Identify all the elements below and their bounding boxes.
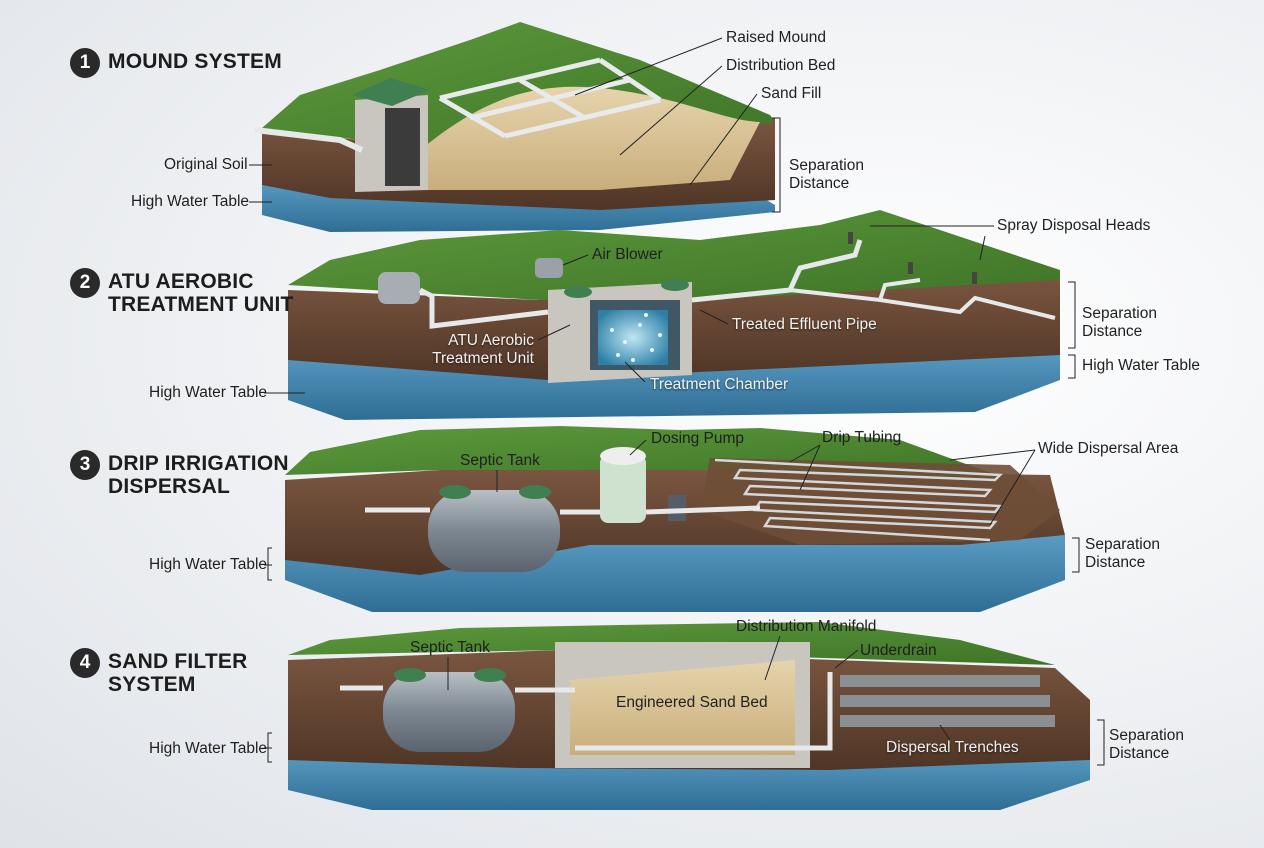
- label-original-soil: Original Soil: [164, 156, 248, 173]
- s3-septic-tank: [428, 490, 560, 572]
- dosing-pump-valve: [668, 495, 686, 521]
- label-atu-unit: ATU Aerobic Treatment Unit: [432, 332, 534, 368]
- s2-water-layer: [288, 348, 1060, 420]
- s4-separation-line2: Distance: [1109, 745, 1170, 762]
- sand-filter-block: [288, 622, 1090, 810]
- label-s3-septic-tank: Septic Tank: [460, 452, 540, 469]
- label-raised-mound: Raised Mound: [726, 29, 826, 46]
- section-1-number: 1: [70, 48, 100, 78]
- spray-heads: [848, 232, 977, 284]
- label-dosing-pump: Dosing Pump: [651, 430, 745, 447]
- s2-leader-lines: [264, 225, 1076, 394]
- aeration-bubbles: [610, 313, 662, 362]
- s4-tank-lid-1: [394, 668, 426, 682]
- label-s4-separation: Separation Distance: [1109, 727, 1184, 763]
- atu-label-line2: Treatment Unit: [432, 350, 534, 367]
- label-air-blower: Air Blower: [592, 246, 663, 263]
- atu-label-line1: ATU Aerobic: [448, 332, 534, 349]
- atu-lid-2: [661, 279, 689, 291]
- s3-leader-lines: [264, 439, 1080, 581]
- s4-tank-lid-2: [474, 668, 506, 682]
- dosing-pump-tank: [600, 455, 646, 523]
- s3-separation-line1: Separation: [1085, 536, 1160, 553]
- s3-tank-lid-2: [519, 485, 551, 499]
- label-s2-separation: Separation Distance: [1082, 305, 1157, 341]
- section-3-title: 3 DRIP IRRIGATION DISPERSAL: [70, 450, 289, 498]
- label-s3-high-water-table: High Water Table: [149, 556, 268, 573]
- s1-chamber-lid: [352, 78, 430, 106]
- drip-block: [285, 426, 1065, 612]
- label-underdrain: Underdrain: [860, 642, 937, 659]
- s3-pipes: [365, 505, 761, 515]
- section-4-title: 4 SAND FILTER SYSTEM: [70, 648, 248, 696]
- drip-tubing: [714, 458, 1003, 542]
- label-s1-separation: Separation Distance: [789, 157, 864, 193]
- label-s1-high-water-table: High Water Table: [131, 193, 250, 210]
- section-2-title: 2 ATU AEROBIC TREATMENT UNIT: [70, 268, 294, 316]
- dosing-pump-cap: [600, 447, 646, 465]
- s4-leader-lines: [264, 635, 1105, 766]
- s2-grass-top: [288, 210, 1060, 300]
- section-2-title-line2: TREATMENT UNIT: [108, 293, 294, 316]
- label-engineered-sand-bed: Engineered Sand Bed: [616, 694, 768, 711]
- label-distribution-bed: Distribution Bed: [726, 57, 836, 74]
- label-spray-disposal-heads: Spray Disposal Heads: [997, 217, 1151, 234]
- label-sand-fill: Sand Fill: [761, 85, 822, 102]
- label-treated-effluent-pipe: Treated Effluent Pipe: [732, 316, 877, 333]
- underdrain-pipe: [575, 672, 833, 751]
- s2-spray-line: [789, 278, 1056, 320]
- section-1-title: 1 MOUND SYSTEM: [70, 48, 282, 78]
- engineered-sand-bed-fill: [570, 660, 795, 755]
- mound-system-block: [254, 22, 775, 232]
- label-drip-tubing: Drip Tubing: [822, 429, 902, 446]
- s3-tank-lid-1: [439, 485, 471, 499]
- section-3-title-line1: DRIP IRRIGATION: [108, 452, 289, 475]
- atu-lid-1: [564, 286, 592, 298]
- section-4-number: 4: [70, 648, 100, 678]
- atu-block: [288, 210, 1060, 420]
- section-2-title-line1: ATU AEROBIC: [108, 270, 254, 293]
- treatment-chamber-fill: [598, 310, 668, 365]
- distribution-bed-grid: [438, 57, 662, 139]
- label-s4-high-water-table: High Water Table: [149, 740, 268, 757]
- section-3-number: 3: [70, 450, 100, 480]
- s4-separation-line1: Separation: [1109, 727, 1184, 744]
- section-2-number: 2: [70, 268, 100, 298]
- s1-chamber-opening: [385, 108, 420, 186]
- section-1-title-line1: MOUND SYSTEM: [108, 50, 282, 73]
- s1-sand-mound: [420, 86, 760, 190]
- label-s4-septic-tank: Septic Tank: [410, 639, 490, 656]
- s4-pipes: [340, 685, 575, 693]
- dispersal-trenches: [840, 675, 1055, 727]
- section-3-title-line2: DISPERSAL: [108, 475, 230, 498]
- s1-separation-line2: Distance: [789, 175, 850, 192]
- s3-water-layer: [285, 535, 1065, 612]
- s1-separation-line1: Separation: [789, 157, 864, 174]
- section-4-title-line2: SYSTEM: [108, 673, 196, 696]
- section-4-title-line1: SAND FILTER: [108, 650, 248, 673]
- s1-inlet-pipe: [254, 127, 364, 153]
- treated-effluent-pipe: [691, 239, 863, 303]
- label-wide-dispersal-area: Wide Dispersal Area: [1038, 440, 1179, 457]
- s1-leader-lines: [249, 37, 781, 213]
- s4-septic-tank: [383, 672, 515, 752]
- s3-separation-line2: Distance: [1085, 554, 1146, 571]
- s2-separation-line2: Distance: [1082, 323, 1143, 340]
- s2-left-blower: [378, 272, 420, 304]
- label-s2-high-water-table-left: High Water Table: [149, 384, 268, 401]
- label-s3-separation: Separation Distance: [1085, 536, 1160, 572]
- label-treatment-chamber: Treatment Chamber: [650, 376, 789, 393]
- label-distribution-manifold: Distribution Manifold: [736, 618, 877, 635]
- label-dispersal-trenches: Dispersal Trenches: [886, 739, 1019, 756]
- s2-separation-line1: Separation: [1082, 305, 1157, 322]
- label-s2-high-water-table-right: High Water Table: [1082, 357, 1201, 374]
- air-blower-unit: [535, 258, 563, 278]
- s2-air-pipe: [418, 287, 549, 329]
